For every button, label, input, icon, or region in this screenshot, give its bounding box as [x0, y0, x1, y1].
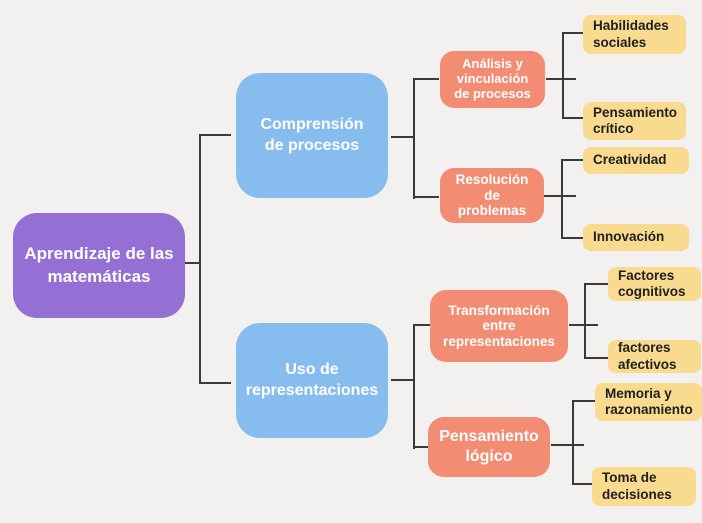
connector-sub2-to-leaf-3 [561, 159, 584, 161]
subtopic-analisis-y-vinculacion[interactable]: Análisis y vinculación de procesos [440, 51, 545, 108]
leaf-creatividad[interactable]: Creatividad [583, 147, 689, 174]
connector-sub4-stub [551, 444, 584, 446]
branch-comprension-de-procesos[interactable]: Comprensión de procesos [236, 73, 388, 198]
connector-sub1-to-leaf-2 [562, 117, 584, 119]
connector-root-bracket-vertical [199, 134, 201, 384]
connector-sub4-bracket-vertical [572, 400, 574, 485]
connector-sub2-stub [544, 195, 576, 197]
connector-root-stub [185, 262, 201, 264]
leaf-factores-cognitivos[interactable]: Factores cognitivos [608, 267, 701, 301]
subtopic-pensamiento-logico[interactable]: Pensamiento lógico [428, 417, 550, 477]
connector-branch2-to-sub-4 [413, 446, 429, 448]
subtopic-resolucion-de-problemas[interactable]: Resolución de problemas [440, 168, 544, 223]
connector-branch1-to-sub-2 [413, 196, 439, 198]
subtopic-transformacion-representaciones[interactable]: Transformación entre representaciones [430, 290, 568, 362]
leaf-memoria-y-razonamiento[interactable]: Memoria y razonamiento [595, 383, 702, 421]
connector-sub3-to-leaf-5 [584, 283, 609, 285]
root-node-aprendizaje-matematicas[interactable]: Aprendizaje de las matemáticas [13, 213, 185, 318]
connector-root-to-branch-1 [199, 134, 231, 136]
connector-root-to-branch-2 [199, 382, 231, 384]
leaf-toma-de-decisiones[interactable]: Toma de decisiones [592, 467, 696, 506]
connector-sub2-bracket-vertical [561, 159, 563, 239]
connector-branch1-bracket-vertical [413, 78, 415, 199]
leaf-habilidades-sociales[interactable]: Habilidades sociales [583, 15, 686, 54]
branch-uso-de-representaciones[interactable]: Uso de representaciones [236, 323, 388, 438]
connector-branch2-bracket-vertical [413, 324, 415, 449]
connector-sub1-bracket-vertical [562, 32, 564, 119]
connector-sub2-to-leaf-4 [561, 237, 584, 239]
connector-sub1-stub [546, 78, 576, 80]
leaf-pensamiento-critico[interactable]: Pensamiento crítico [583, 102, 686, 140]
connector-sub3-stub [569, 324, 598, 326]
connector-sub4-to-leaf-7 [572, 400, 595, 402]
connector-sub1-to-leaf-1 [562, 32, 584, 34]
connector-sub4-to-leaf-8 [572, 483, 593, 485]
connector-sub3-bracket-vertical [584, 283, 586, 359]
leaf-factores-afectivos[interactable]: factores afectivos [608, 340, 701, 373]
connector-branch1-to-sub-1 [413, 78, 439, 80]
connector-branch2-stub [391, 379, 415, 381]
connector-sub3-to-leaf-6 [584, 357, 609, 359]
connector-branch1-stub [391, 136, 415, 138]
connector-branch2-to-sub-3 [413, 324, 431, 326]
leaf-innovacion[interactable]: Innovación [583, 224, 689, 251]
